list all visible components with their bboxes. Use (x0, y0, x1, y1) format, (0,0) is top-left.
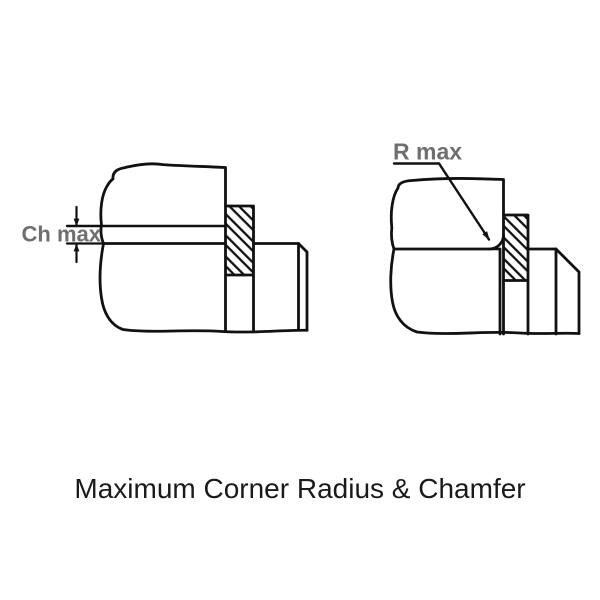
chamfer-diagram: Ch max (22, 162, 309, 334)
arrow-up-icon (73, 243, 80, 252)
arrow-down-icon (73, 218, 80, 227)
shaft-end-chamfer (297, 242, 309, 332)
ring-section-hatched (99, 162, 227, 245)
shoulder-column-lines (224, 204, 255, 334)
chamfer-dimension: Ch max (22, 205, 102, 264)
radius-max-label: R max (393, 139, 462, 165)
abutment-ring-hatched (503, 215, 528, 281)
leader-line (392, 162, 491, 241)
shaft-break-outline (98, 242, 309, 334)
ring-section-hatched (389, 177, 505, 251)
figure-caption: Maximum Corner Radius & Chamfer (74, 473, 525, 504)
radius-diagram: R max (389, 139, 581, 336)
shaft-end-chamfer (554, 247, 581, 336)
abutment-ring-hatched (225, 206, 254, 275)
shoulder-column-lines (502, 213, 530, 336)
leader-arrow-icon (482, 231, 490, 241)
shaft-break-outline (389, 247, 581, 335)
radius-annotation: R max (392, 139, 491, 241)
chamfer-max-label: Ch max (22, 222, 102, 247)
